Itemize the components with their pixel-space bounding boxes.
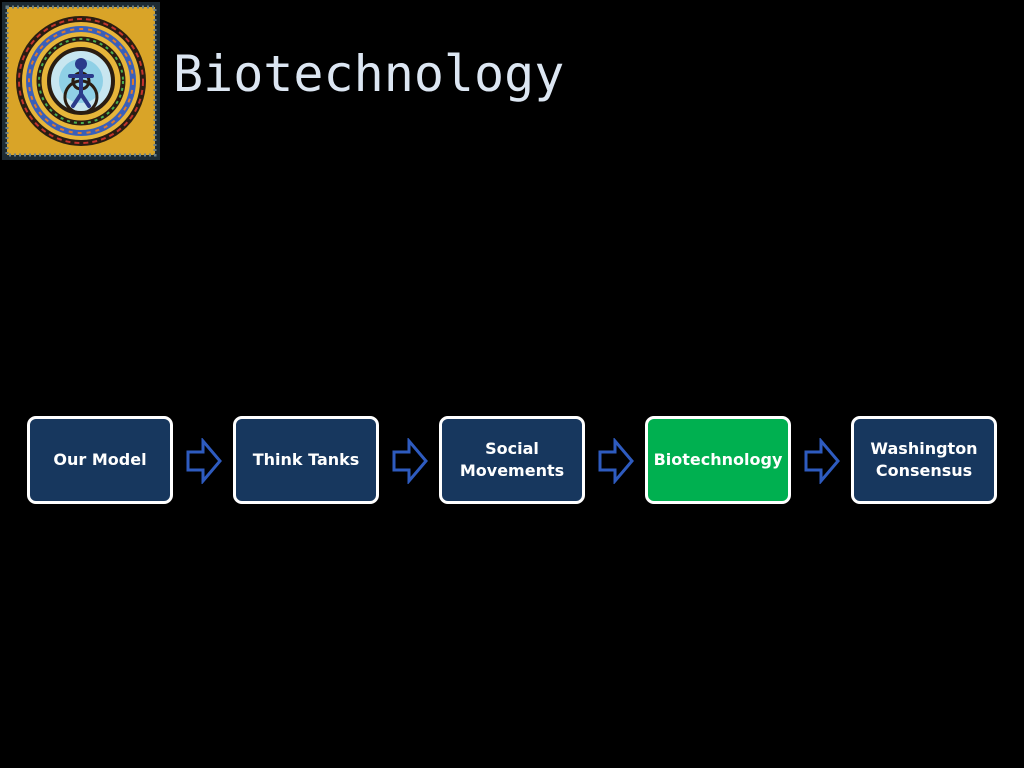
flow-step-biotechnology: Biotechnology <box>645 416 791 504</box>
spiral-mandala-logo <box>2 2 160 160</box>
flow-step-think-tanks: Think Tanks <box>233 416 379 504</box>
outlined-right-arrow-icon <box>392 438 428 484</box>
flow-step-washington-consensus: Washington Consensus <box>851 416 997 504</box>
page-title: Biotechnology <box>173 45 565 103</box>
outlined-right-arrow-icon <box>598 438 634 484</box>
flow-step-label: Think Tanks <box>252 450 360 469</box>
outlined-right-arrow-icon <box>804 438 840 484</box>
outlined-right-arrow-icon <box>186 438 222 484</box>
flow-step-label: Washington Consensus <box>870 439 978 480</box>
flow-step-label: Biotechnology <box>653 450 783 469</box>
flow-step-social-movements: Social Movements <box>439 416 585 504</box>
flow-step-label: Our Model <box>53 450 147 469</box>
flow-step-label: Social Movements <box>459 439 565 480</box>
flow-step-our-model: Our Model <box>27 416 173 504</box>
